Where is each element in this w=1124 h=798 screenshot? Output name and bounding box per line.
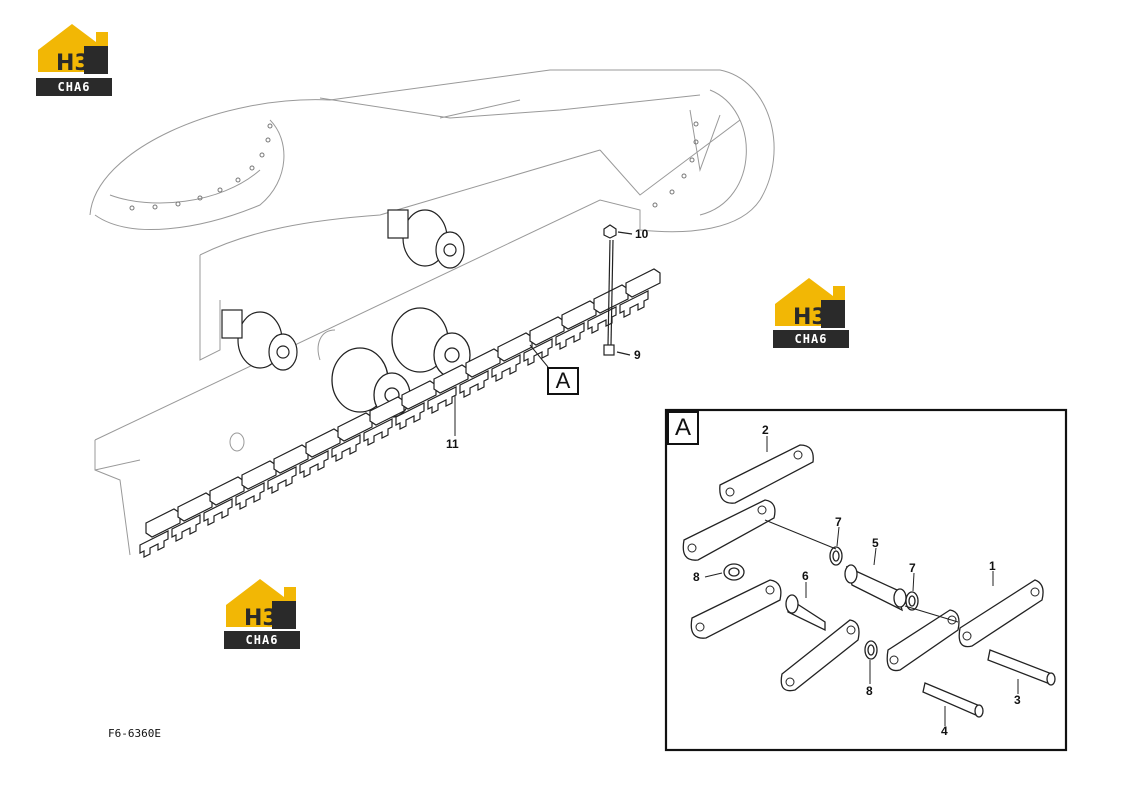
track-shoe — [203, 498, 233, 526]
callout-11: 11 — [446, 437, 459, 451]
chain-link — [145, 508, 181, 538]
logo-caption: CHA6 — [773, 330, 849, 348]
upper-roller-2 — [221, 309, 298, 371]
chain-link — [529, 316, 565, 346]
callout-7-upper: 7 — [835, 515, 842, 529]
upper-roller-1 — [387, 209, 465, 269]
leader-lines-main — [454, 344, 549, 436]
callout-8-bottom: 8 — [866, 684, 873, 698]
track-shoe — [299, 450, 329, 478]
svg-text:H3: H3 — [56, 51, 90, 76]
chain-link — [369, 396, 405, 426]
logo-caption: CHA6 — [36, 78, 112, 96]
svg-text:H3: H3 — [244, 606, 278, 631]
detail-a-leaders — [704, 436, 1019, 726]
track-shoe — [491, 354, 521, 382]
house-logo-icon: H3 — [38, 24, 108, 76]
track-shoe — [555, 322, 585, 350]
track-shoe — [139, 530, 169, 558]
callout-7-lower: 7 — [909, 561, 916, 575]
callout-4: 4 — [941, 724, 948, 738]
chain-link — [593, 284, 629, 314]
chain-link — [177, 492, 213, 522]
track-shoe — [363, 418, 393, 446]
callout-8-left: 8 — [693, 570, 700, 584]
chain-link — [305, 428, 341, 458]
chain-link — [561, 300, 597, 330]
callout-2: 2 — [762, 423, 769, 437]
detail-a-holes — [687, 450, 1040, 687]
figure-id: F6-6360E — [108, 727, 161, 740]
chain-link — [625, 268, 661, 298]
chain-link — [273, 444, 309, 474]
detail-a-reference: A — [547, 367, 579, 395]
detail-a-parts — [682, 444, 1056, 718]
callout-3: 3 — [1014, 693, 1021, 707]
bolt-assembly — [603, 224, 633, 356]
chain-link — [433, 364, 469, 394]
callout-1: 1 — [989, 559, 996, 573]
svg-text:H3: H3 — [793, 305, 827, 330]
track-shoe — [331, 434, 361, 462]
brand-logo-bottom: H3 CHA6 — [224, 577, 300, 649]
chain-link — [465, 348, 501, 378]
track-shoe — [171, 514, 201, 542]
track-shoe — [619, 290, 649, 318]
sprocket-dots — [129, 121, 699, 211]
track-shoe — [459, 370, 489, 398]
house-logo-icon: H3 — [775, 278, 845, 330]
track-shoe — [427, 386, 457, 414]
brand-logo-right: H3 CHA6 — [773, 276, 849, 348]
chain-link — [209, 476, 245, 506]
track-chain — [139, 268, 661, 558]
chain-link — [337, 412, 373, 442]
chain-link — [401, 380, 437, 410]
callout-10: 10 — [635, 227, 649, 241]
detail-a-title: A — [667, 411, 699, 445]
callout-9: 9 — [634, 348, 641, 362]
track-shoe — [267, 466, 297, 494]
house-logo-icon: H3 — [226, 579, 296, 631]
brand-logo-top: H3 CHA6 — [36, 22, 112, 96]
callout-5: 5 — [872, 536, 879, 550]
logo-caption: CHA6 — [224, 631, 300, 649]
undercarriage-outline — [89, 69, 775, 556]
track-shoe — [235, 482, 265, 510]
callout-6: 6 — [802, 569, 809, 583]
idler-roller — [331, 307, 471, 418]
track-shoe — [523, 338, 553, 366]
track-shoe — [395, 402, 425, 430]
chain-link — [241, 460, 277, 490]
